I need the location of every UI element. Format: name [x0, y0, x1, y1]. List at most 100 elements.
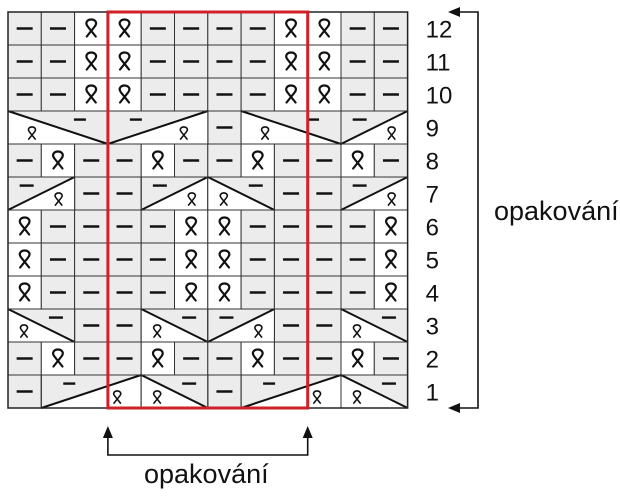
- cable-cross: [7, 110, 109, 145]
- chart-cell-twisted: [340, 341, 375, 376]
- chart-cell-twisted: [373, 209, 409, 244]
- row-number: 12: [426, 17, 453, 44]
- chart-cell-purl: [74, 341, 109, 376]
- chart-cell-twisted: [7, 242, 42, 277]
- chart-cell-purl: [107, 275, 142, 310]
- chart-cell-twisted: [174, 209, 209, 244]
- chart-cell-purl: [340, 275, 375, 310]
- chart-cell-twisted: [307, 11, 342, 46]
- chart-cell-purl: [273, 308, 309, 343]
- row-number: 1: [426, 380, 439, 407]
- chart-cell-purl: [174, 11, 209, 46]
- chart-cell-purl: [207, 110, 242, 145]
- chart-cell-purl: [340, 209, 375, 244]
- repeat-box: [106, 10, 310, 410]
- chart-cell-purl: [240, 11, 275, 46]
- chart-cell-purl: [107, 308, 142, 343]
- chart-cell-purl: [174, 341, 209, 376]
- chart-cell-purl: [140, 242, 175, 277]
- cable-cross: [340, 308, 409, 343]
- chart-cell-purl: [40, 77, 76, 112]
- chart-cell-twisted: [273, 11, 309, 46]
- cable-cross: [7, 308, 76, 343]
- chart-cell-purl: [40, 209, 76, 244]
- cable-cross: [240, 110, 342, 145]
- chart-cell-twisted: [7, 275, 42, 310]
- chart-cell-twisted: [40, 341, 76, 376]
- chart-cell-purl: [373, 44, 409, 79]
- chart-cell-twisted: [74, 77, 109, 112]
- chart-cell-purl: [340, 77, 375, 112]
- chart-cell-purl: [140, 77, 175, 112]
- chart-cell-purl: [307, 341, 342, 376]
- chart-cell-twisted: [240, 143, 275, 178]
- chart-cell-purl: [340, 242, 375, 277]
- chart-cell-purl: [74, 308, 109, 343]
- chart-cell-twisted: [207, 209, 242, 244]
- chart-cell-purl: [307, 143, 342, 178]
- chart-cell-purl: [373, 11, 409, 46]
- row-number: 10: [426, 83, 453, 110]
- chart-cell-twisted: [107, 77, 142, 112]
- cable-cross: [140, 176, 209, 211]
- chart-cell-purl: [273, 143, 309, 178]
- chart-cell-purl: [307, 209, 342, 244]
- chart-cell-purl: [7, 44, 42, 79]
- chart-cell-twisted: [273, 77, 309, 112]
- row-number: 8: [426, 149, 439, 176]
- row-number: 7: [426, 182, 439, 209]
- chart-cell-purl: [40, 44, 76, 79]
- chart-cell-purl: [174, 44, 209, 79]
- chart-cell-purl: [207, 143, 242, 178]
- chart-cell-twisted: [207, 275, 242, 310]
- chart-cell-twisted: [273, 44, 309, 79]
- chart-cell-purl: [207, 44, 242, 79]
- chart-cell-purl: [40, 11, 76, 46]
- row-repeat-label: opakování: [494, 196, 619, 226]
- chart-cell-purl: [140, 44, 175, 79]
- row-number: 11: [426, 50, 451, 77]
- chart-cell-purl: [74, 242, 109, 277]
- chart-cell-twisted: [74, 44, 109, 79]
- chart-cell-purl: [107, 242, 142, 277]
- chart-cell-twisted: [307, 44, 342, 79]
- chart-grid: [7, 11, 409, 409]
- chart-cell-purl: [273, 176, 309, 211]
- chart-cell-purl: [273, 275, 309, 310]
- chart-cell-twisted: [174, 242, 209, 277]
- chart-cell-purl: [240, 209, 275, 244]
- chart-cell-purl: [107, 209, 142, 244]
- chart-cell-purl: [340, 11, 375, 46]
- chart-cell-twisted: [340, 143, 375, 178]
- chart-cell-twisted: [107, 44, 142, 79]
- chart-cell-purl: [307, 242, 342, 277]
- chart-cell-purl: [140, 11, 175, 46]
- cable-cross: [207, 308, 275, 343]
- chart-cell-twisted: [140, 341, 175, 376]
- cable-cross: [40, 374, 142, 409]
- column-repeat-bracket: [102, 426, 313, 456]
- cable-cross: [340, 110, 409, 145]
- chart-cell-twisted: [140, 143, 175, 178]
- chart-cell-twisted: [373, 242, 409, 277]
- chart-cell-purl: [207, 77, 242, 112]
- chart-cell-purl: [207, 11, 242, 46]
- chart-cell-purl: [207, 374, 242, 409]
- cable-cross: [340, 374, 409, 409]
- chart-cell-purl: [240, 44, 275, 79]
- chart-cell-twisted: [240, 341, 275, 376]
- chart-cell-purl: [7, 77, 42, 112]
- chart-cell-purl: [273, 341, 309, 376]
- chart-cell-purl: [7, 143, 42, 178]
- chart-cell-purl: [107, 143, 142, 178]
- chart-cell-twisted: [40, 143, 76, 178]
- cable-cross: [207, 176, 275, 211]
- chart-cell-twisted: [207, 242, 242, 277]
- chart-cell-purl: [174, 77, 209, 112]
- chart-cell-twisted: [174, 275, 209, 310]
- chart-cell-purl: [40, 242, 76, 277]
- row-repeat-bracket: [448, 7, 479, 413]
- chart-cell-twisted: [74, 11, 109, 46]
- chart-cell-twisted: [107, 11, 142, 46]
- chart-cell-purl: [373, 341, 409, 376]
